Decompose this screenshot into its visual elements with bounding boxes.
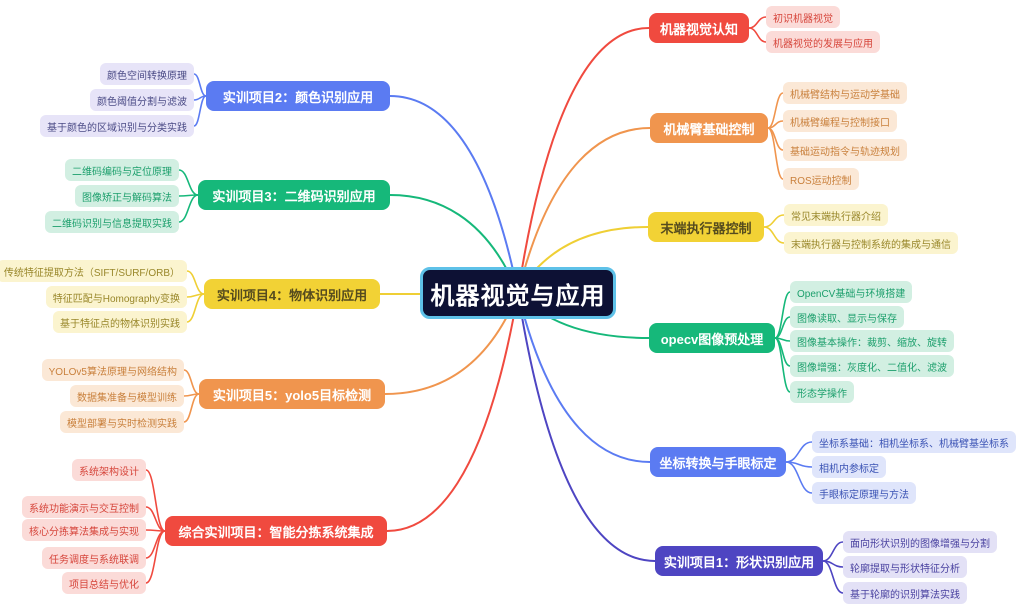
child-node[interactable]: 图像增强：灰度化、二值化、滤波 — [790, 355, 954, 377]
branch-opencv-image-preprocessing[interactable]: opecv图像预处理 — [649, 323, 775, 353]
child-node[interactable]: 机械臂结构与运动学基础 — [783, 82, 907, 104]
child-node[interactable]: OpenCV基础与环境搭建 — [790, 281, 913, 303]
child-node[interactable]: 核心分拣算法集成与实现 — [22, 519, 146, 541]
child-node[interactable]: 常见末端执行器介绍 — [784, 204, 888, 226]
branch-robot-arm-basic-control[interactable]: 机械臂基础控制 — [650, 113, 768, 143]
child-node[interactable]: 数据集准备与模型训练 — [70, 385, 184, 407]
child-node[interactable]: 颜色阈值分割与滤波 — [90, 89, 194, 111]
child-node[interactable]: ROS运动控制 — [783, 168, 859, 190]
child-node[interactable]: 基于轮廓的识别算法实践 — [843, 582, 967, 604]
child-node[interactable]: 基于颜色的区域识别与分类实践 — [40, 115, 194, 137]
child-node[interactable]: 图像基本操作：裁剪、缩放、旋转 — [790, 330, 954, 352]
child-node[interactable]: 机器视觉的发展与应用 — [766, 31, 880, 53]
branch-project3-qrcode-recognition[interactable]: 实训项目3：二维码识别应用 — [198, 180, 390, 210]
branch-project5-yolo5-detection[interactable]: 实训项目5：yolo5目标检测 — [199, 379, 385, 409]
child-node[interactable]: 坐标系基础：相机坐标系、机械臂基坐标系 — [812, 431, 1016, 453]
child-node[interactable]: 颜色空间转换原理 — [100, 63, 194, 85]
child-node[interactable]: 轮廓提取与形状特征分析 — [843, 556, 967, 578]
child-node[interactable]: 面向形状识别的图像增强与分割 — [843, 531, 997, 553]
child-node[interactable]: 模型部署与实时检测实践 — [60, 411, 184, 433]
branch-machine-vision-cognition[interactable]: 机器视觉认知 — [649, 13, 749, 43]
child-node[interactable]: 系统功能演示与交互控制 — [22, 496, 146, 518]
child-node[interactable]: 末端执行器与控制系统的集成与通信 — [784, 232, 958, 254]
child-node[interactable]: 系统架构设计 — [72, 459, 146, 481]
child-node[interactable]: 二维码编码与定位原理 — [65, 159, 179, 181]
child-node[interactable]: 传统特征提取方法（SIFT/SURF/ORB） — [0, 260, 187, 282]
child-node[interactable]: 二维码识别与信息提取实践 — [45, 211, 179, 233]
child-node[interactable]: 图像读取、显示与保存 — [790, 306, 904, 328]
branch-coordinate-transform-hand-eye-calibration[interactable]: 坐标转换与手眼标定 — [650, 447, 786, 477]
child-node[interactable]: 相机内参标定 — [812, 456, 886, 478]
branch-project2-color-recognition[interactable]: 实训项目2：颜色识别应用 — [206, 81, 390, 111]
child-node[interactable]: 基础运动指令与轨迹规划 — [783, 139, 907, 161]
branch-project4-object-recognition[interactable]: 实训项目4：物体识别应用 — [204, 279, 380, 309]
central-topic[interactable]: 机器视觉与应用 — [420, 267, 616, 319]
child-node[interactable]: 项目总结与优化 — [62, 572, 146, 594]
branch-comprehensive-sorting-system[interactable]: 综合实训项目：智能分拣系统集成 — [165, 516, 387, 546]
child-node[interactable]: 基于特征点的物体识别实践 — [53, 311, 187, 333]
child-node[interactable]: 特征匹配与Homography变换 — [45, 286, 187, 308]
child-node[interactable]: 任务调度与系统联调 — [42, 547, 146, 569]
child-node[interactable]: 初识机器视觉 — [766, 6, 840, 28]
child-node[interactable]: 形态学操作 — [790, 381, 854, 403]
child-node[interactable]: 手眼标定原理与方法 — [812, 482, 916, 504]
child-node[interactable]: 图像矫正与解码算法 — [75, 185, 179, 207]
branch-end-effector-control[interactable]: 末端执行器控制 — [648, 212, 764, 242]
child-node[interactable]: YOLOv5算法原理与网络结构 — [41, 359, 184, 381]
branch-project1-shape-recognition[interactable]: 实训项目1：形状识别应用 — [655, 546, 823, 576]
child-node[interactable]: 机械臂编程与控制接口 — [783, 110, 897, 132]
